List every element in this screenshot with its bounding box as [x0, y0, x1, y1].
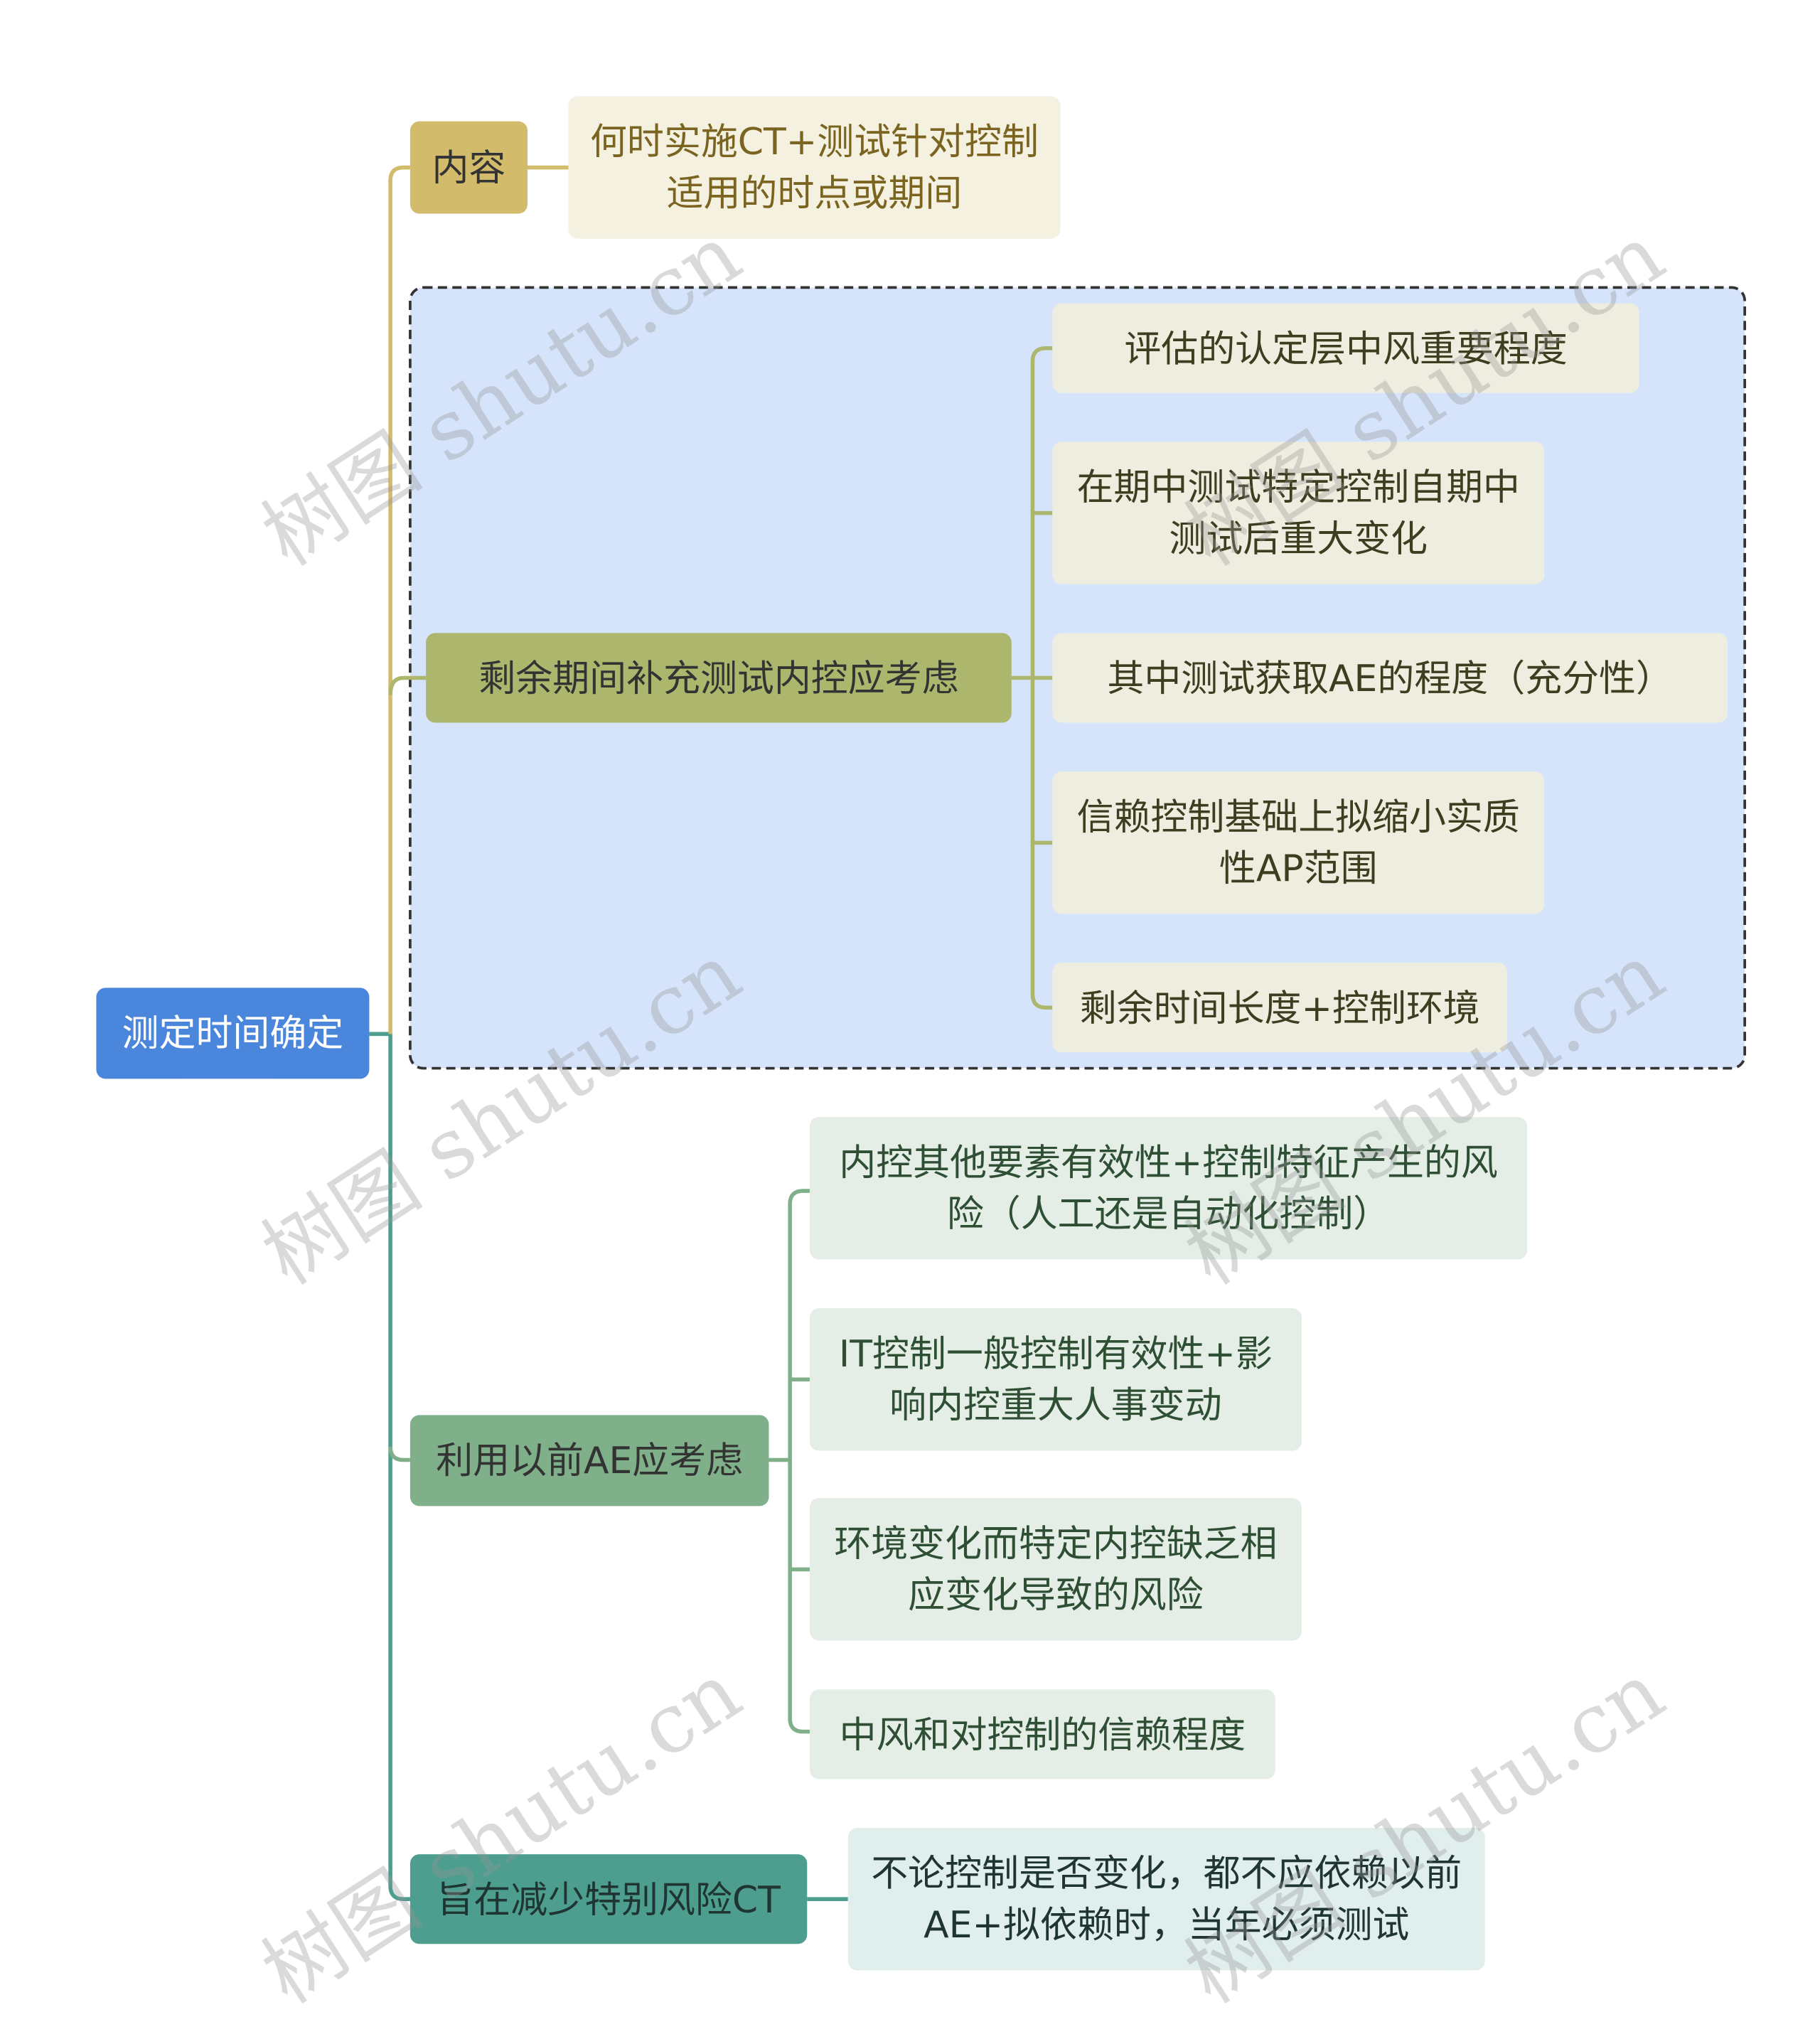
- branch-remaining-period[interactable]: 剩余期间补充测试内控应考虑: [426, 633, 1012, 723]
- leaf-node[interactable]: 环境变化而特定内控缺乏相应变化导致的风险: [809, 1498, 1302, 1641]
- leaf-node[interactable]: 不论控制是否变化，都不应依赖以前AE+拟依赖时，当年必须测试: [847, 1828, 1485, 1971]
- leaf-label: 剩余时间长度+控制环境: [1079, 985, 1480, 1029]
- branch-content[interactable]: 内容: [410, 121, 528, 214]
- leaf-label: 评估的认定层中风重要程度: [1124, 326, 1568, 370]
- leaf-node[interactable]: 在期中测试特定控制自期中测试后重大变化: [1052, 442, 1545, 584]
- leaf-node[interactable]: 中风和对控制的信赖程度: [809, 1689, 1275, 1780]
- leaf-label: 中风和对控制的信赖程度: [839, 1712, 1246, 1756]
- branch-label: 旨在减少特别风险CT: [437, 1877, 781, 1921]
- leaf-label: 何时实施CT+测试针对控制适用的时点或期间: [589, 119, 1039, 215]
- root-label: 测定时间确定: [122, 1011, 344, 1055]
- leaf-node[interactable]: 信赖控制基础上拟缩小实质性AP范围: [1052, 771, 1545, 914]
- leaf-label: 不论控制是否变化，都不应依赖以前AE+拟依赖时，当年必须测试: [871, 1851, 1462, 1947]
- branch-label: 剩余期间补充测试内控应考虑: [478, 656, 959, 700]
- leaf-node[interactable]: 内控其他要素有效性+控制特征产生的风险（人工还是自动化控制）: [809, 1117, 1528, 1260]
- leaf-node[interactable]: 其中测试获取AE的程度（充分性）: [1052, 633, 1728, 723]
- leaf-label: 信赖控制基础上拟缩小实质性AP范围: [1076, 795, 1520, 891]
- leaf-label: 环境变化而特定内控缺乏相应变化导致的风险: [834, 1521, 1278, 1617]
- root-node[interactable]: 测定时间确定: [96, 988, 370, 1079]
- leaf-label: 其中测试获取AE的程度（充分性）: [1107, 656, 1673, 700]
- leaf-node[interactable]: 剩余时间长度+控制环境: [1052, 963, 1508, 1053]
- leaf-label: 在期中测试特定控制自期中测试后重大变化: [1076, 465, 1520, 561]
- branch-prior-evidence[interactable]: 利用以前AE应考虑: [410, 1415, 769, 1507]
- leaf-label: IT控制一般控制有效性+影响内控重大人事变动: [838, 1332, 1273, 1428]
- branch-label: 利用以前AE应考虑: [436, 1438, 744, 1483]
- leaf-node[interactable]: IT控制一般控制有效性+影响内控重大人事变动: [809, 1308, 1302, 1451]
- leaf-node[interactable]: 何时实施CT+测试针对控制适用的时点或期间: [568, 96, 1061, 239]
- leaf-node[interactable]: 评估的认定层中风重要程度: [1052, 303, 1639, 393]
- branch-special-risk[interactable]: 旨在减少特别风险CT: [410, 1854, 808, 1944]
- leaf-label: 内控其他要素有效性+控制特征产生的风险（人工还是自动化控制）: [839, 1140, 1498, 1236]
- branch-label: 内容: [432, 145, 506, 190]
